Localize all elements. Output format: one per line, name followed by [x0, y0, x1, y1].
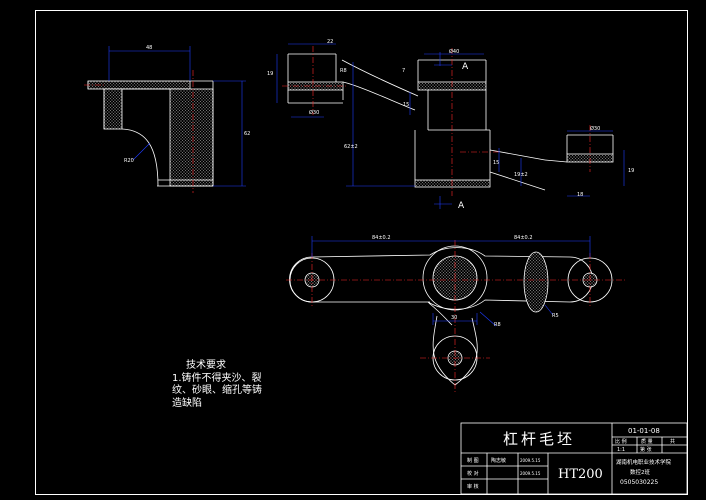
dim-height-19-left: 19 — [267, 71, 273, 77]
row-label-checked: 校 对 — [467, 470, 479, 477]
tech-req-line-2: 纹、砂眼、缩孔等铸 — [172, 385, 262, 396]
left-view-centerlines — [84, 70, 194, 193]
dim-dia-30: Ø30 — [309, 109, 319, 116]
row-label-approved: 审 核 — [467, 483, 479, 490]
dim-tol-62: 62±2 — [344, 144, 358, 150]
left-side-view — [87, 80, 214, 187]
date-drawn: 2009.5.15 — [520, 458, 541, 463]
section-label-top: A — [462, 62, 469, 72]
plan-view-dimensions — [311, 236, 591, 327]
tech-req-title: 技术要求 — [186, 360, 226, 371]
dim-width-22: 22 — [327, 39, 333, 45]
dim-height-19-right: 19 — [628, 168, 634, 174]
part-name: 杠杆毛坯 — [503, 430, 575, 448]
student-number: 0505030225 — [620, 479, 658, 486]
sheet-label: 第 张 — [640, 446, 652, 453]
section-label-bottom: A — [458, 201, 465, 211]
row-label-drawn: 制 图 — [467, 457, 479, 464]
dim-angle-15: 15 — [403, 102, 409, 108]
header-cell-mass-label: 质 量 — [641, 438, 653, 445]
scale-value: 1:1 — [617, 447, 625, 453]
school-name: 湖南机电职业技术学院 — [616, 458, 672, 466]
drawing-number: 01-01-08 — [628, 427, 660, 435]
date-checked: 2009.5.15 — [520, 471, 541, 476]
front-view-centerlines — [282, 46, 591, 196]
dim-19-5: 19±2 — [514, 172, 528, 178]
dim-r-8: R8 — [340, 68, 347, 74]
dim-18: 18 — [577, 192, 583, 198]
tech-req-line-1: 1.铸件不得夹沙、裂 — [172, 372, 262, 384]
drawing-frame — [35, 10, 688, 495]
dim-dia-30-right: Ø30 — [590, 125, 600, 132]
dim-r-8-bottom: R8 — [494, 322, 501, 328]
plan-view-centerlines — [286, 240, 625, 392]
front-view — [287, 53, 614, 191]
dim-r-5: R5 — [552, 313, 559, 319]
class-info: 数控2班 — [630, 468, 650, 476]
left-view-dimensions — [108, 46, 246, 187]
dim-height-62: 62 — [244, 131, 250, 137]
dim-span-right: 84±0.2 — [514, 235, 533, 241]
designer-name: 陶志敏 — [491, 457, 506, 464]
dim-30: 30 — [451, 315, 457, 321]
dim-radius-20: R20 — [124, 158, 134, 164]
header-cell-total-label: 共 — [670, 438, 675, 445]
technical-requirements-note: 技术要求 1.铸件不得夹沙、裂 纹、砂眼、缩孔等铸 造缺陷 — [172, 360, 282, 410]
header-cell-scale-label: 比 例 — [615, 438, 627, 445]
title-block — [460, 422, 688, 495]
front-view-dimensions — [276, 43, 625, 209]
dim-dia-40: Ø40 — [449, 48, 459, 55]
tech-req-line-3: 造缺陷 — [172, 397, 202, 409]
material: HT200 — [558, 467, 603, 482]
dim-angle-7: 7 — [402, 68, 405, 74]
dim-span-left: 84±0.2 — [372, 235, 391, 241]
dim-width-48: 48 — [146, 45, 152, 51]
dim-15: 15 — [493, 160, 499, 166]
